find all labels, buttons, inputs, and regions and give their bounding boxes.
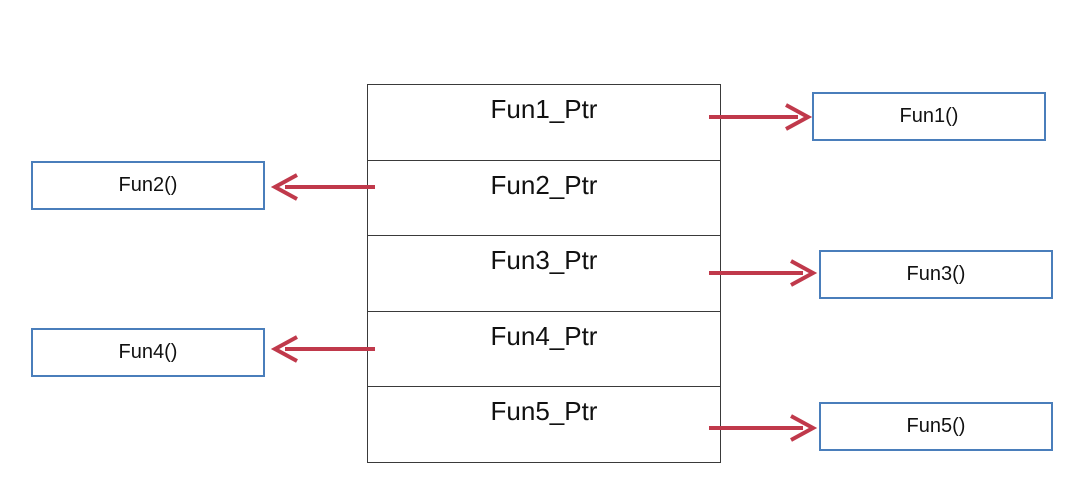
ptr-row-fun2: Fun2_Ptr xyxy=(368,161,720,237)
ptr-row-fun5: Fun5_Ptr xyxy=(490,396,598,427)
fun5-box: Fun5() xyxy=(819,402,1053,451)
arrow-fun4 xyxy=(270,335,375,363)
ptr-row-fun1: Fun1_Ptr xyxy=(368,85,720,161)
fun3-box: Fun3() xyxy=(819,250,1053,299)
arrow-fun5 xyxy=(709,414,818,442)
function-pointer-table: Fun1_Ptr Fun2_Ptr Fun3_Ptr Fun4_Ptr Fun5… xyxy=(367,84,721,463)
ptr-row-fun4: Fun4_Ptr xyxy=(368,312,720,388)
arrow-fun1 xyxy=(709,103,813,131)
arrow-fun2 xyxy=(270,173,375,201)
fun2-box: Fun2() xyxy=(31,161,265,210)
arrow-fun3 xyxy=(709,259,818,287)
fun1-box: Fun1() xyxy=(812,92,1046,141)
ptr-row-fun3: Fun3_Ptr xyxy=(368,236,720,312)
fun4-box: Fun4() xyxy=(31,328,265,377)
